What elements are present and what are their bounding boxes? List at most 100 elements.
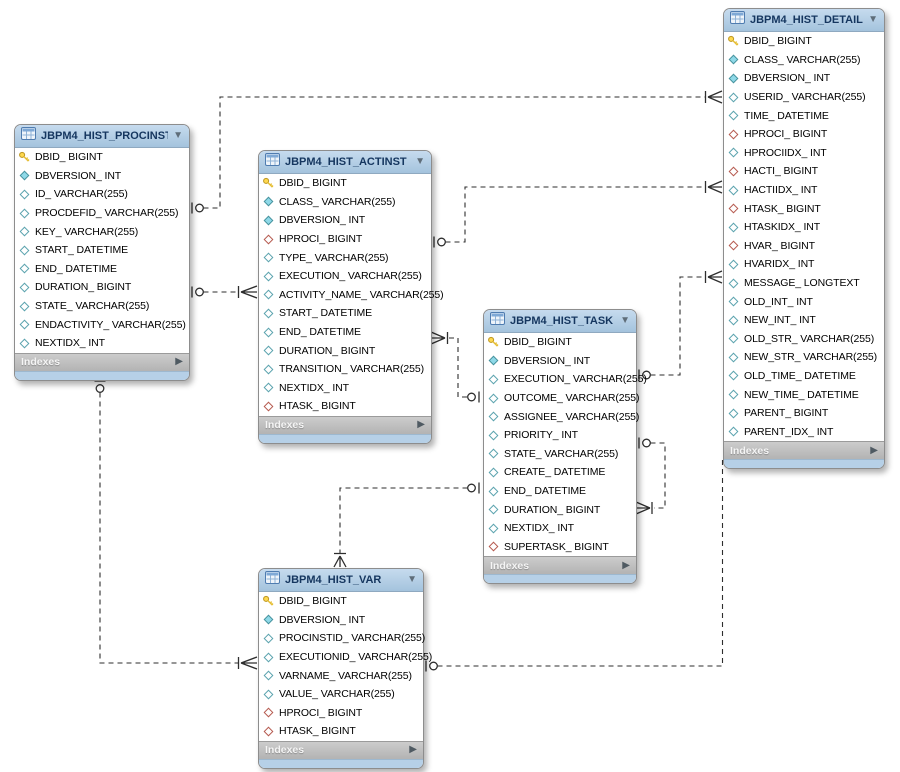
column-row[interactable]: DURATION_ BIGINT [259, 341, 431, 360]
indexes-section[interactable]: Indexes▶ [15, 352, 189, 371]
relationship-procinst-actinst[interactable] [191, 285, 258, 299]
column-row[interactable]: DBVERSION_ INT [259, 211, 431, 230]
column-row[interactable]: START_ DATETIME [259, 304, 431, 323]
relationship-procinst-var[interactable] [94, 380, 258, 670]
relationship-var-detail[interactable] [425, 456, 724, 672]
column-row[interactable]: HTASK_ BIGINT [259, 397, 431, 416]
column-row[interactable]: USERID_ VARCHAR(255) [724, 88, 884, 107]
chevron-down-icon[interactable]: ▼ [620, 315, 630, 326]
column-row[interactable]: NEW_INT_ INT [724, 311, 884, 330]
column-row[interactable]: TYPE_ VARCHAR(255) [259, 248, 431, 267]
relationship-procinst-detail[interactable] [191, 90, 723, 214]
chevron-down-icon[interactable]: ▼ [868, 14, 878, 25]
column-row[interactable]: DBID_ BIGINT [484, 333, 636, 352]
column-row[interactable]: HTASK_ BIGINT [724, 199, 884, 218]
column-row[interactable]: EXECUTION_ VARCHAR(255) [259, 267, 431, 286]
column-row[interactable]: STATE_ VARCHAR(255) [484, 445, 636, 464]
table-header[interactable]: JBPM4_HIST_VAR▼ [259, 569, 423, 592]
expand-arrow-icon[interactable]: ▶ [175, 356, 183, 368]
column-row[interactable]: OLD_STR_ VARCHAR(255) [724, 330, 884, 349]
relationship-task-detail[interactable] [638, 270, 723, 381]
relationship-task-var[interactable] [333, 482, 480, 568]
column-row[interactable]: HPROCIIDX_ INT [724, 144, 884, 163]
column-row[interactable]: DURATION_ BIGINT [15, 278, 189, 297]
column-row[interactable]: EXECUTION_ VARCHAR(255) [484, 370, 647, 389]
indexes-section[interactable]: Indexes▶ [484, 556, 636, 575]
relationship-task-actinst[interactable] [430, 331, 480, 403]
column-row[interactable]: ASSIGNEE_ VARCHAR(255) [484, 407, 639, 426]
column-row[interactable]: HVAR_ BIGINT [724, 237, 884, 256]
column-row[interactable]: DBVERSION_ INT [259, 611, 423, 630]
indexes-section[interactable]: Indexes▶ [259, 415, 431, 434]
column-row[interactable]: PARENT_IDX_ INT [724, 422, 884, 441]
column-row[interactable]: OUTCOME_ VARCHAR(255) [484, 389, 640, 408]
expand-arrow-icon[interactable]: ▶ [417, 419, 425, 431]
column-row[interactable]: DBID_ BIGINT [15, 148, 189, 167]
table-header[interactable]: JBPM4_HIST_DETAIL▼ [724, 9, 884, 32]
column-row[interactable]: NEW_TIME_ DATETIME [724, 385, 884, 404]
column-row[interactable]: HACTIIDX_ INT [724, 181, 884, 200]
relationship-actinst-detail[interactable] [433, 180, 723, 248]
column-row[interactable]: MESSAGE_ LONGTEXT [724, 274, 884, 293]
column-row[interactable]: PROCDEFID_ VARCHAR(255) [15, 204, 189, 223]
column-row[interactable]: HPROCI_ BIGINT [259, 704, 423, 723]
column-row[interactable]: DBID_ BIGINT [724, 32, 884, 51]
column-row[interactable]: VARNAME_ VARCHAR(255) [259, 666, 423, 685]
column-row[interactable]: TRANSITION_ VARCHAR(255) [259, 360, 431, 379]
column-row[interactable]: OLD_TIME_ DATETIME [724, 367, 884, 386]
column-row[interactable]: DBVERSION_ INT [15, 167, 189, 186]
column-row[interactable]: HACTI_ BIGINT [724, 162, 884, 181]
column-row[interactable]: END_ DATETIME [259, 323, 431, 342]
column-row[interactable]: NEXTIDX_ INT [484, 519, 636, 538]
column-row[interactable]: OLD_INT_ INT [724, 292, 884, 311]
column-row[interactable]: CLASS_ VARCHAR(255) [724, 51, 884, 70]
column-row[interactable]: NEXTIDX_ INT [15, 334, 189, 353]
column-row[interactable]: END_ DATETIME [15, 260, 189, 279]
column-row[interactable]: DBID_ BIGINT [259, 174, 431, 193]
chevron-down-icon[interactable]: ▼ [415, 156, 425, 167]
expand-arrow-icon[interactable]: ▶ [870, 444, 878, 456]
column-row[interactable]: DBID_ BIGINT [259, 592, 423, 611]
column-row[interactable]: TIME_ DATETIME [724, 106, 884, 125]
column-row[interactable]: PRIORITY_ INT [484, 426, 636, 445]
column-row[interactable]: EXECUTIONID_ VARCHAR(255) [259, 648, 432, 667]
indexes-section[interactable]: Indexes▶ [259, 740, 423, 759]
column-row[interactable]: ENDACTIVITY_ VARCHAR(255) [15, 315, 189, 334]
column-row[interactable]: SUPERTASK_ BIGINT [484, 538, 636, 557]
chevron-down-icon[interactable]: ▼ [407, 574, 417, 585]
column-row[interactable]: ACTIVITY_NAME_ VARCHAR(255) [259, 286, 444, 305]
column-row[interactable]: HPROCI_ BIGINT [259, 230, 431, 249]
expand-arrow-icon[interactable]: ▶ [409, 744, 417, 756]
column-row[interactable]: HPROCI_ BIGINT [724, 125, 884, 144]
column-row[interactable]: HTASK_ BIGINT [259, 722, 423, 741]
table-header[interactable]: JBPM4_HIST_PROCINST▼ [15, 125, 189, 148]
column-row[interactable]: ID_ VARCHAR(255) [15, 185, 189, 204]
column-row[interactable]: PROCINSTID_ VARCHAR(255) [259, 629, 425, 648]
column-row[interactable]: NEW_STR_ VARCHAR(255) [724, 348, 884, 367]
column-row[interactable]: HTASKIDX_ INT [724, 218, 884, 237]
expand-arrow-icon[interactable]: ▶ [622, 559, 630, 571]
column-row[interactable]: VALUE_ VARCHAR(255) [259, 685, 423, 704]
table-header[interactable]: JBPM4_HIST_ACTINST▼ [259, 151, 431, 174]
column-row[interactable]: DBVERSION_ INT [484, 352, 636, 371]
column-row[interactable]: NEXTIDX_ INT [259, 379, 431, 398]
indexes-section[interactable]: Indexes▶ [724, 441, 884, 460]
column-row[interactable]: CLASS_ VARCHAR(255) [259, 193, 431, 212]
column-row[interactable]: DBVERSION_ INT [724, 69, 884, 88]
column-row[interactable]: PARENT_ BIGINT [724, 404, 884, 423]
chevron-down-icon[interactable]: ▼ [173, 130, 183, 141]
column-row[interactable]: KEY_ VARCHAR(255) [15, 222, 189, 241]
column-row[interactable]: END_ DATETIME [484, 482, 636, 501]
column-row[interactable]: CREATE_ DATETIME [484, 463, 636, 482]
column-row[interactable]: DURATION_ BIGINT [484, 500, 636, 519]
column-row[interactable]: START_ DATETIME [15, 241, 189, 260]
column-row[interactable]: STATE_ VARCHAR(255) [15, 297, 189, 316]
column-row[interactable]: HVARIDX_ INT [724, 255, 884, 274]
table-header[interactable]: JBPM4_HIST_TASK▼ [484, 310, 636, 333]
relationship-task-supertask-self[interactable] [635, 437, 666, 515]
